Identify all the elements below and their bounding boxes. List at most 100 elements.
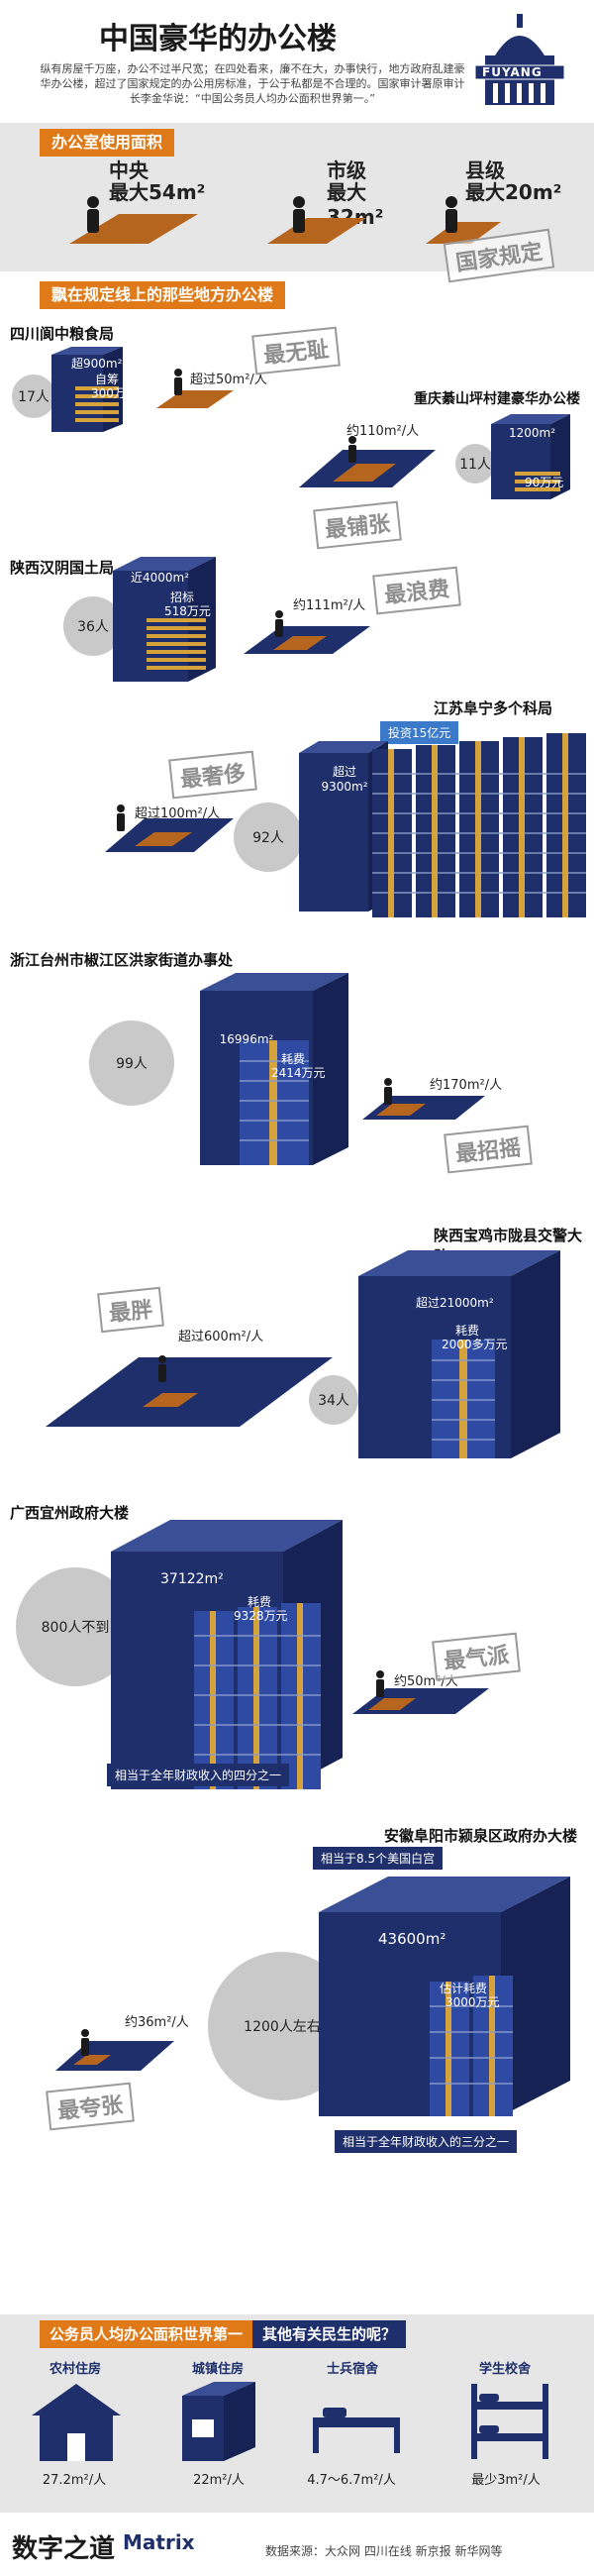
case-anhui-cost-label: 估计耗费 (440, 1982, 488, 1995)
building-dome-shape (495, 36, 544, 55)
case-shaanxi2-floor-shape (46, 1355, 333, 1427)
level-central-area: 最大54m² (109, 180, 206, 204)
case-chongqing-building-shape (491, 414, 570, 499)
case-anhui-floor-shape (55, 2029, 174, 2071)
livelihood-student-value: 最少3m²/人 (471, 2473, 541, 2488)
case-chongqing-money-stack (515, 472, 560, 491)
case-chongqing-people: 11人 (455, 444, 495, 483)
case-anhui-compare: 相当于8.5个美国白宫 (313, 1847, 444, 1870)
case-zhejiang-area: 16996m² (219, 1032, 274, 1046)
case-shaanxi2-cost: 2000多万元 (442, 1338, 508, 1351)
case-jiangsu-money-strips (388, 733, 568, 917)
case-sichuan-floor-shape (156, 369, 234, 408)
case-zhejiang-building-shape (200, 973, 348, 1165)
urban-house-icon (182, 2382, 255, 2461)
case-zhejiang-cost-label: 耗费 (281, 1052, 306, 1066)
case-guangxi-note: 相当于全年财政收入的四分之一 (107, 1764, 290, 1786)
livelihood-soldier-value: 4.7～6.7m²/人 (307, 2473, 396, 2488)
soldier-bed-icon (313, 2408, 400, 2453)
case-sichuan-cost: 300万元 (91, 386, 138, 400)
case-sichuan-stamp: 最无耻 (251, 326, 341, 376)
case-shaanxi1-floor-shape (244, 610, 370, 654)
case-zhejiang-floor-shape (362, 1078, 485, 1120)
case-sichuan-building-shape (51, 347, 123, 432)
case-chongqing-stamp: 最铺张 (313, 500, 402, 550)
case-chongqing-cost: 90万元 (525, 476, 564, 489)
livelihood-urban-label: 城镇住房 (191, 2362, 244, 2377)
case-guangxi-people-text: 800人不到 (41, 1620, 110, 1636)
logo-ribbon-shape (474, 64, 565, 80)
case-chongqing-area: 1200m² (509, 426, 556, 440)
case-jiangsu-stamp: 最奢侈 (168, 750, 257, 800)
case-shaanxi1-cost-label: 招标 (170, 590, 195, 604)
case-shaanxi2-building-shape (358, 1250, 560, 1458)
case-guangxi-stamp: 最气派 (432, 1632, 521, 1681)
case-shaanxi1-stamp: 最浪费 (372, 566, 461, 615)
livelihood-student-label: 学生校舍 (478, 2362, 531, 2377)
section2-heading: 飘在规定线上的那些地方办公楼 (40, 281, 286, 309)
level-central: 中央 最大54m² (59, 149, 208, 258)
case-zhejiang-name: 浙江台州市椒江区洪家街道办事处 (10, 951, 234, 969)
level-city: 市级 最大32m² (248, 149, 396, 258)
intro-text: 纵有房屋千万座，办公不过半尺宽；在四处看来，廉不在大，办事快行，地方政府乱建豪华… (40, 62, 465, 105)
case-shaanxi2-per: 超过600m²/人 (178, 1330, 264, 1344)
case-jiangsu-buildings-shape (299, 733, 586, 917)
case-guangxi-name: 广西宜州政府大楼 (10, 1504, 130, 1522)
level-central-name: 中央 (109, 159, 148, 182)
case-sichuan-area: 超900m² (71, 357, 123, 371)
case-shaanxi1-area: 近4000m² (131, 571, 190, 585)
livelihood-rural-label: 农村住房 (49, 2362, 101, 2377)
building-columns-shape (493, 83, 545, 103)
case-guangxi-floor-shape (352, 1670, 489, 1714)
case-shaanxi2-cost-label: 耗费 (455, 1324, 480, 1338)
level-county: 县级 最大20m² (406, 149, 574, 258)
case-sichuan-people: 17人 (12, 375, 55, 418)
case-jiangsu-people-text: 92人 (252, 830, 284, 846)
case-zhejiang-per: 约170m²/人 (430, 1078, 503, 1093)
case-zhejiang-people-text: 99人 (116, 1056, 148, 1072)
case-zhejiang-stamp: 最招摇 (444, 1125, 533, 1174)
case-zhejiang-people: 99人 (89, 1020, 174, 1106)
case-guangxi-building-shape (111, 1520, 343, 1789)
central-floor-shape (69, 196, 198, 244)
case-shaanxi1-people-text: 36人 (77, 619, 109, 635)
case-guangxi-cost-label: 耗费 (248, 1595, 272, 1609)
case-shaanxi2-stamp: 最胖 (97, 1286, 164, 1334)
case-shaanxi2-people-text: 34人 (318, 1393, 349, 1409)
case-anhui-stamp: 最夸张 (46, 2082, 135, 2131)
case-chongqing-name: 重庆綦山坪村建豪华办公楼 (414, 391, 580, 407)
case-chongqing-per: 约110m²/人 (346, 424, 420, 439)
case-jiangsu-per: 超过100m²/人 (135, 806, 221, 821)
case-shaanxi2-area: 超过21000m² (416, 1296, 494, 1310)
case-shaanxi1-money-stack (147, 618, 206, 670)
livelihood-soldier-label: 士兵宿舍 (326, 2362, 378, 2377)
case-jiangsu-people: 92人 (234, 803, 303, 872)
standard-heading: 办公室使用面积 (40, 129, 175, 157)
case-shaanxi1-cost: 518万元 (164, 604, 211, 618)
case-anhui-cost: 3000万元 (446, 1995, 500, 2009)
case-shaanxi2-people: 34人 (309, 1375, 358, 1425)
level-city-name: 市级 (327, 159, 366, 182)
case-anhui-per: 约36m²/人 (125, 2015, 189, 2030)
footer-source: 数据来源：大众网 四川在线 新京报 新华网等 (265, 2544, 503, 2558)
case-shaanxi1-per: 约111m²/人 (293, 598, 366, 613)
case-zhejiang-cost: 2414万元 (271, 1066, 326, 1080)
case-sichuan-per: 超过50m²/人 (190, 373, 267, 387)
level-county-area: 最大20m² (465, 180, 562, 204)
case-guangxi-cost: 9328万元 (234, 1609, 288, 1623)
case-jiangsu-area: 超过9300m² (321, 765, 368, 794)
footer-brand-en: Matrix (123, 2530, 195, 2554)
livelihood-rural-value: 27.2m²/人 (42, 2473, 107, 2488)
student-bunkbed-icon (471, 2384, 548, 2459)
case-sichuan-money-stack (75, 386, 119, 422)
case-anhui-note: 相当于全年财政收入的三分之一 (335, 2130, 518, 2153)
government-building-logo (474, 14, 565, 105)
case-sichuan-people-text: 17人 (18, 389, 50, 405)
livelihood-heading-right: 其他有关民生的呢？ (252, 2320, 407, 2348)
case-guangxi-area: 37122m² (160, 1571, 224, 1587)
level-county-name: 县级 (465, 159, 505, 182)
livelihood-heading-left: 公务员人均办公面积世界第一 (40, 2320, 253, 2348)
page-title: 中国豪华的办公楼 (99, 22, 337, 56)
case-anhui-building-shape (319, 1877, 570, 2116)
footer-brand: 数字之道 (12, 2534, 116, 2564)
